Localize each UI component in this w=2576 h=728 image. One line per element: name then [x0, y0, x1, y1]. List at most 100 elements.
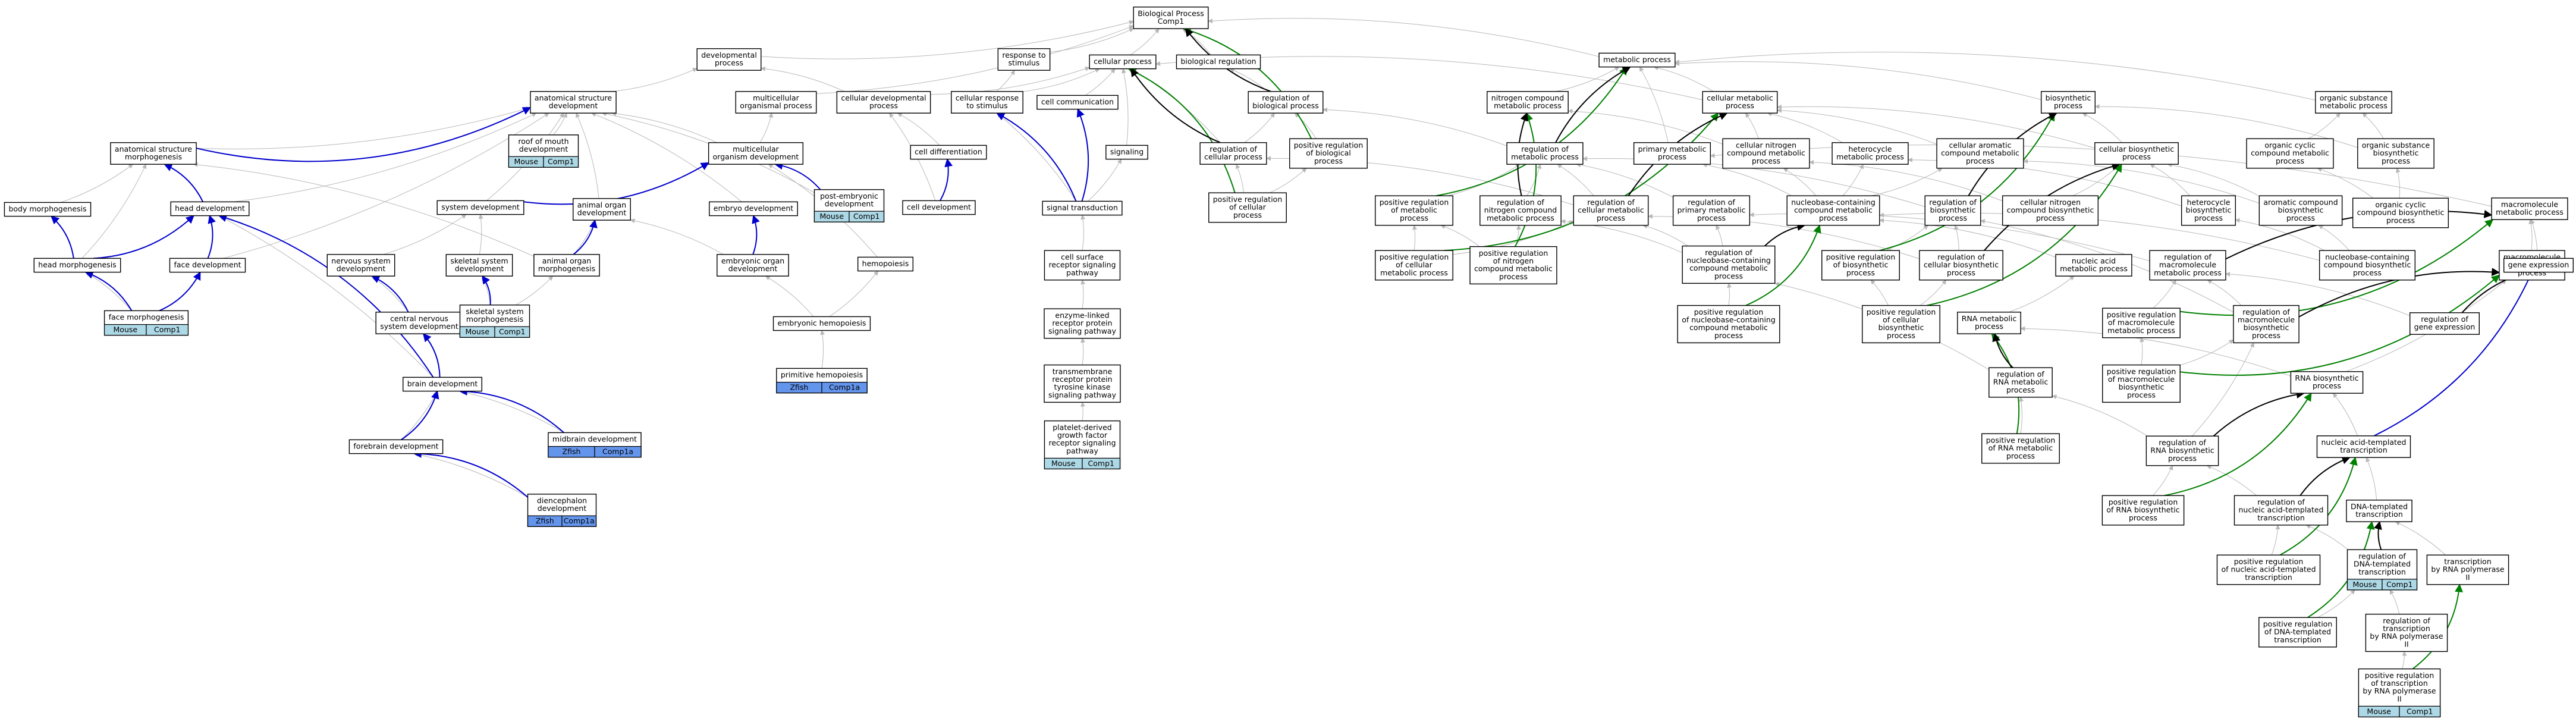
go-term-headdev[interactable]: head development	[170, 201, 250, 216]
go-term-celldiff[interactable]: cell differentiation	[910, 145, 987, 160]
go-term-celldev[interactable]: cell development	[902, 200, 976, 215]
go-term-braindev[interactable]: brain development	[403, 376, 482, 392]
go-term-cellcomm[interactable]: cell communication	[1036, 95, 1119, 110]
go-term-bodymorph[interactable]: body morphogenesis	[4, 202, 92, 217]
go-term-embryodev[interactable]: embryo development	[709, 201, 798, 216]
go-term-regnucleo[interactable]: regulation ofnucleobase-containingcompou…	[1682, 245, 1776, 284]
go-term-sysdev[interactable]: system development	[436, 200, 524, 215]
go-term-forebrain[interactable]: forebrain development	[348, 439, 444, 454]
go-term-signaling[interactable]: signaling	[1105, 145, 1148, 160]
go-term-bioreg[interactable]: biological regulation	[1176, 54, 1261, 70]
go-term-facedev[interactable]: face development	[169, 258, 246, 273]
go-term-regdnatrans[interactable]: regulation ofDNA-templatedtranscriptionM…	[2346, 549, 2418, 591]
go-term-sigtrans[interactable]: signal transduction	[1042, 200, 1123, 216]
go-term-cellproc[interactable]: cellular process	[1089, 54, 1157, 70]
go-term-metproc[interactable]: metabolic process	[1598, 52, 1676, 68]
go-term-headmorph[interactable]: head morphogenesis	[33, 258, 121, 273]
go-term-regmacrobio[interactable]: regulation ofmacromoleculebiosyntheticpr…	[2233, 305, 2299, 344]
go-term-embhemo[interactable]: embryonic hemopoiesis	[772, 316, 871, 331]
go-term-hemo[interactable]: hemopoiesis	[857, 256, 914, 272]
go-term-geneexp[interactable]: gene expression	[2503, 258, 2574, 273]
